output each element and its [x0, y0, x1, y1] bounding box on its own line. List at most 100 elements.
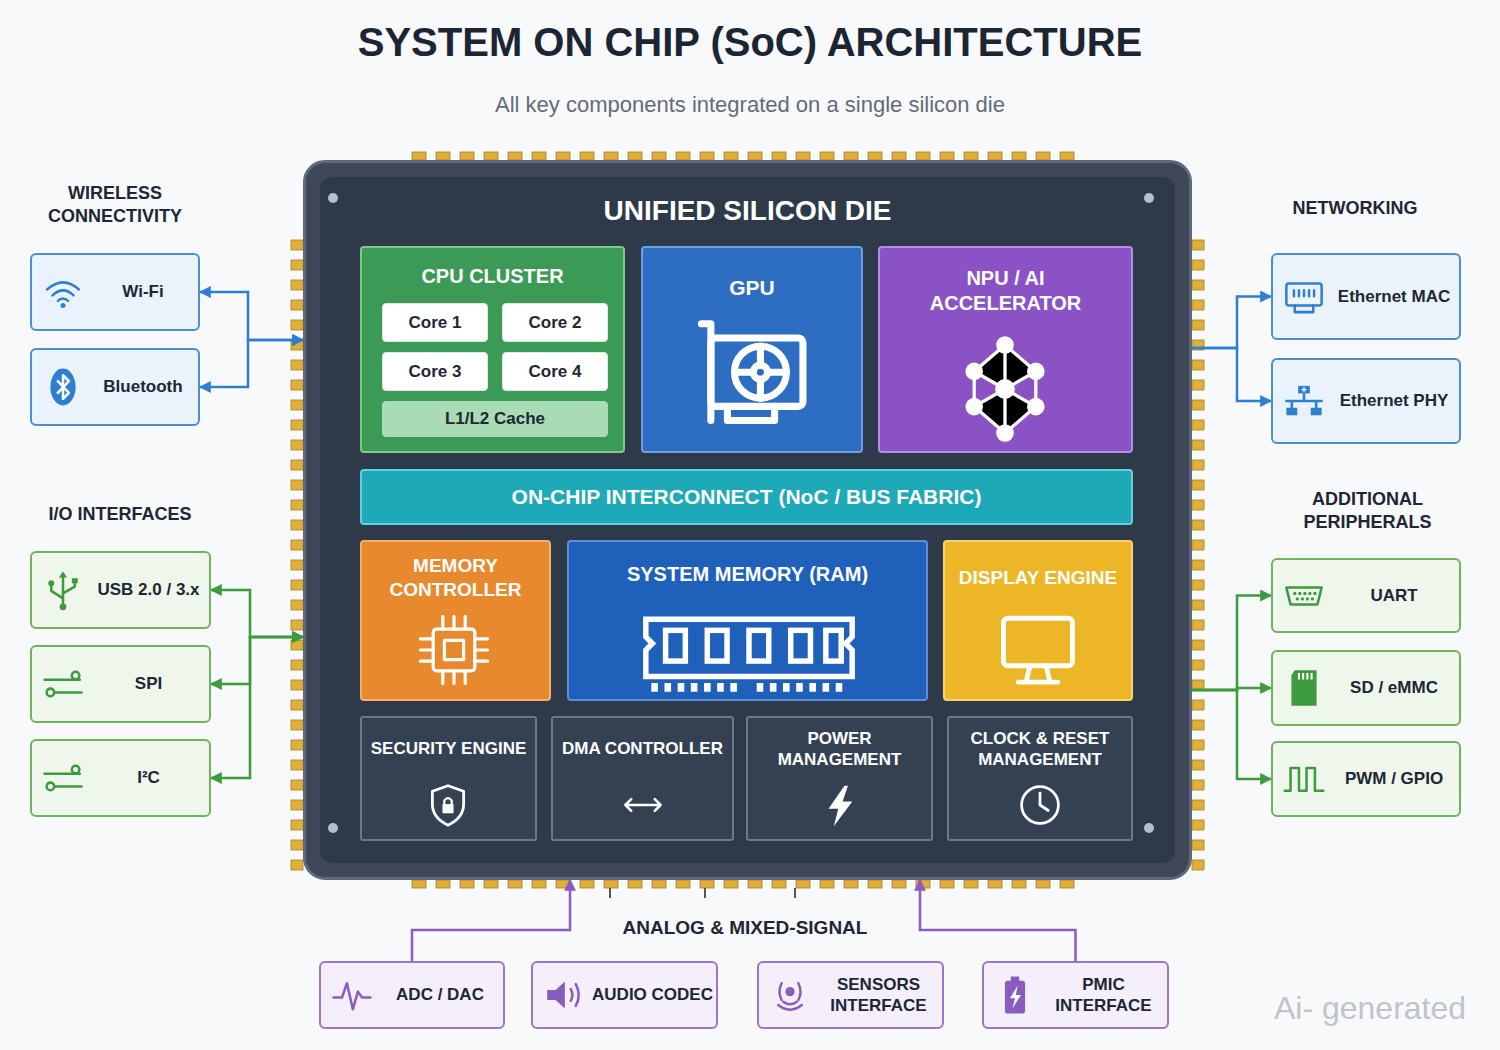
pwm-icon	[1283, 758, 1325, 800]
peripheral-label: PMIC INTERFACE	[1042, 974, 1165, 1017]
text-area: SENSORS INTERFACE	[817, 963, 940, 1027]
chip-pin	[291, 700, 303, 710]
pin-lead	[794, 888, 796, 898]
chip-pin	[460, 880, 474, 888]
peripheral-label: Ethernet MAC	[1338, 286, 1450, 307]
chip-pin	[1192, 520, 1204, 530]
group-heading: ANALOG & MIXED-SIGNAL	[623, 917, 868, 938]
connector-arrow	[1192, 596, 1271, 691]
text-area: Core 1	[382, 303, 488, 342]
title: SYSTEM ON CHIP (SoC) ARCHITECTURE	[358, 20, 1142, 64]
wifi-icon	[42, 271, 84, 313]
chip-pin	[652, 152, 666, 160]
connector-arrow	[200, 340, 303, 387]
chip-pin	[748, 880, 762, 888]
chip-pin	[291, 480, 303, 490]
chip-block: SECURITY ENGINE	[360, 716, 537, 841]
chip-pin	[1192, 580, 1204, 590]
connector-arrow	[1192, 348, 1271, 401]
group-heading-box: I/O INTERFACES	[25, 503, 215, 526]
chip-pin	[291, 600, 303, 610]
title-box: SYSTEM ON CHIP (SoC) ARCHITECTURE	[0, 20, 1500, 65]
text-area: GPU	[641, 270, 863, 306]
block-label: ON-CHIP INTERCONNECT (NoC / BUS FABRIC)	[512, 484, 982, 510]
peripheral-box: AUDIO CODEC	[531, 961, 718, 1029]
chip-pin	[580, 880, 594, 888]
block-label: Core 4	[529, 361, 582, 382]
chip-pin	[1192, 780, 1204, 790]
chip-pin	[1192, 480, 1204, 490]
chip-pin	[291, 840, 303, 850]
chip-pin	[1192, 760, 1204, 770]
group-heading: I/O INTERFACES	[48, 504, 191, 524]
watermark: Ai- generated	[1274, 990, 1466, 1026]
chip-pin	[291, 380, 303, 390]
chip-pin	[291, 520, 303, 530]
block-label: DISPLAY ENGINE	[959, 566, 1117, 590]
peripheral-label: Wi-Fi	[122, 281, 163, 302]
block-label: Core 2	[529, 312, 582, 333]
chip-pin	[412, 152, 426, 160]
usb-icon	[42, 569, 84, 611]
peripheral-box: Wi-Fi	[30, 253, 200, 331]
block-label: DMA CONTROLLER	[562, 738, 723, 759]
interconnect-bar: ON-CHIP INTERCONNECT (NoC / BUS FABRIC)	[360, 469, 1133, 525]
text-area: CPU CLUSTER	[360, 260, 625, 292]
chip-block: MEMORY CONTROLLER	[360, 540, 551, 701]
chip-pin	[291, 820, 303, 830]
chip-pin	[291, 660, 303, 670]
peripheral-label: USB 2.0 / 3.x	[97, 579, 199, 600]
chip-pin	[532, 880, 546, 888]
block-label: MEMORY CONTROLLER	[370, 554, 541, 602]
chip-block: Core 1	[382, 303, 488, 342]
peripheral-label: SD / eMMC	[1350, 677, 1438, 698]
text-area: MEMORY CONTROLLER	[370, 550, 541, 606]
chip-pin	[988, 880, 1002, 888]
group-heading: ADDITIONAL PERIPHERALS	[1303, 489, 1431, 532]
sd-icon	[1283, 667, 1325, 709]
chip-pin	[436, 880, 450, 888]
chip-pin	[628, 152, 642, 160]
chip-block: SYSTEM MEMORY (RAM)	[567, 540, 928, 701]
chip-pin	[604, 880, 618, 888]
chip-pin	[532, 152, 546, 160]
text-area: PWM / GPIO	[1331, 743, 1457, 815]
chip-pin	[291, 800, 303, 810]
chip-pin	[724, 880, 738, 888]
chip-block: Core 3	[382, 352, 488, 391]
cpu-cluster: CPU CLUSTER Core 1 Core 2 Core 3 Core 4 L1/L2…	[360, 246, 625, 453]
chip-pin	[291, 320, 303, 330]
peripheral-label: UART	[1370, 585, 1417, 606]
chip-pin	[964, 152, 978, 160]
text-area: USB 2.0 / 3.x	[90, 553, 207, 627]
chip-pin	[291, 340, 303, 350]
connector-arrow	[211, 590, 303, 637]
chip-pin	[484, 880, 498, 888]
chip-pin	[868, 880, 882, 888]
chip-block: CLOCK & RESET MANAGEMENT	[947, 716, 1133, 841]
chip-pin	[604, 152, 618, 160]
chip-pin	[1192, 740, 1204, 750]
npu-icon	[950, 334, 1060, 444]
phy-icon	[1283, 380, 1325, 422]
chip-pin	[291, 360, 303, 370]
group-heading-box: ADDITIONAL PERIPHERALS	[1280, 488, 1455, 535]
text-area: SECURITY ENGINE	[366, 724, 531, 774]
chip-pin	[1060, 152, 1074, 160]
chip-pin	[1192, 400, 1204, 410]
chip-block: GPU	[641, 246, 863, 453]
peripheral-box: Bluetooth	[30, 348, 200, 426]
group-heading-box: WIRELESS CONNECTIVITY	[25, 182, 205, 229]
text-area: Ethernet MAC	[1331, 255, 1457, 338]
block-label: POWER MANAGEMENT	[752, 728, 927, 771]
chip-pin	[1192, 620, 1204, 630]
chip-block: L1/L2 Cache	[382, 401, 608, 437]
peripheral-label: SPI	[135, 673, 162, 694]
peripheral-label: ADC / DAC	[396, 984, 484, 1005]
chip-pin	[1192, 360, 1204, 370]
connector-arrow	[1192, 690, 1271, 779]
watermark-box: Ai- generated	[1248, 988, 1492, 1030]
text-area: CLOCK & RESET MANAGEMENT	[953, 724, 1127, 774]
chip-pin	[1192, 380, 1204, 390]
chip-pin	[1036, 880, 1050, 888]
